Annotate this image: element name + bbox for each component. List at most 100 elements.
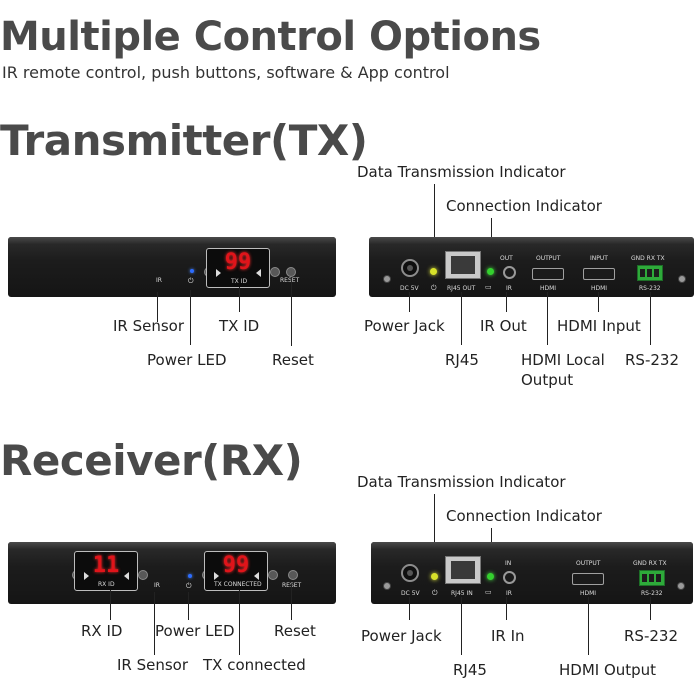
rx-ir-text: IR — [154, 582, 160, 589]
rx-reset-button[interactable] — [288, 570, 298, 580]
rx-hdmi-out-text: HDMI — [580, 590, 597, 597]
power-symbol-icon: ⏻ — [431, 284, 437, 292]
rx-ir-in-text: IN — [505, 560, 512, 567]
rx-heading: Receiver(RX) — [0, 436, 303, 485]
tx-ir-out-label: IR Out — [480, 317, 527, 335]
rx-triangle-right-icon — [214, 572, 219, 580]
rx-power-jack-label: Power Jack — [361, 627, 442, 645]
tx-id-display: 99 TX ID — [206, 248, 270, 288]
tx-hdmi-out-top-text: OUTPUT — [536, 255, 561, 262]
tx-hdmi-in-port — [583, 268, 615, 280]
rx-data-led — [431, 573, 438, 580]
tx-rear-panel: DC 5V ⏻ RJ45 OUT ▭ OUT IR OUTPUT HDMI IN… — [369, 237, 694, 297]
rx-tx-connected-display: 99 TX CONNECTED — [204, 551, 268, 591]
rx-triangle-left-icon — [254, 572, 259, 580]
power-symbol-icon: ⏻ — [188, 277, 194, 285]
tx-ir-text: IR — [506, 285, 512, 292]
rx-connection-indicator-label: Connection Indicator — [446, 507, 602, 525]
tx-power-led-line — [190, 290, 191, 345]
tx-hdmi-local-line — [547, 292, 548, 345]
rx-power-led-line — [188, 592, 189, 620]
rx-data-indicator-line — [434, 494, 435, 571]
rx-id-display-label: RX ID — [98, 581, 115, 588]
tx-id-label: TX ID — [219, 317, 260, 335]
tx-data-indicator-label: Data Transmission Indicator — [357, 163, 566, 181]
tx-rs232-text: RS-232 — [639, 285, 661, 292]
rx-hdmi-out-port — [572, 573, 604, 585]
tx-hdmi-local-label-2: Output — [521, 371, 574, 389]
tx-reset-line — [291, 280, 292, 346]
rx-tx-up-button[interactable] — [268, 570, 278, 580]
tx-hdmi-in-text: HDMI — [591, 285, 608, 292]
rx-id-line — [110, 590, 111, 620]
tx-power-jack-label: Power Jack — [364, 317, 445, 335]
tx-heading: Transmitter(TX) — [0, 116, 368, 165]
tx-id-up-button[interactable] — [270, 267, 280, 277]
rx-reset-label: Reset — [274, 622, 316, 640]
rx-id-label: RX ID — [81, 622, 123, 640]
screw-icon — [383, 582, 391, 590]
rx-reset-line — [291, 584, 292, 620]
rx-triangle-right-icon — [84, 572, 89, 580]
tx-hdmi-input-line — [598, 292, 599, 312]
rx-rear-top-edge — [371, 542, 693, 549]
rx-rs232-top-text: GND RX TX — [633, 560, 667, 567]
rx-ir-sensor-line — [154, 592, 155, 655]
rx-power-led-label: Power LED — [155, 622, 235, 640]
rx-rj45-line — [461, 597, 462, 655]
tx-ir-jack — [503, 266, 516, 279]
tx-id-display-label: TX ID — [231, 278, 248, 285]
power-symbol-icon: ⏻ — [432, 589, 438, 597]
tx-triangle-right-icon — [216, 269, 221, 277]
tx-dc-jack — [401, 259, 419, 277]
tx-connection-led — [487, 268, 494, 275]
tx-ir-text: IR — [156, 277, 162, 284]
rx-id-display: 11 RX ID — [74, 551, 138, 591]
rx-hdmi-output-line — [588, 597, 589, 655]
rx-power-led — [188, 574, 192, 578]
tx-rs232-terminal — [637, 265, 663, 281]
page-subtitle: IR remote control, push buttons, softwar… — [2, 63, 450, 82]
tx-power-led-label: Power LED — [147, 351, 227, 369]
tx-front-panel: IR ⏻ 99 TX ID RESET — [8, 237, 336, 297]
tx-power-jack-line — [409, 292, 410, 312]
monitor-icon: ▭ — [485, 588, 492, 596]
tx-rs232-line — [650, 292, 651, 345]
rx-ir-jack — [503, 571, 516, 584]
tx-id-line — [239, 287, 240, 312]
rx-dc-jack — [401, 564, 419, 582]
tx-connection-indicator-label: Connection Indicator — [446, 197, 602, 215]
rx-id-up-button[interactable] — [138, 570, 148, 580]
rx-connection-led — [487, 573, 494, 580]
rx-triangle-left-icon — [124, 572, 129, 580]
rx-rs232-terminal — [639, 570, 665, 586]
rx-rj45-text: RJ45 IN — [451, 590, 473, 597]
rx-dc-text: DC 5V — [401, 590, 420, 597]
rx-tx-connected-line — [239, 590, 240, 655]
tx-reset-label: Reset — [272, 351, 314, 369]
rx-ir-text: IR — [506, 590, 512, 597]
rx-ir-sensor-label: IR Sensor — [117, 656, 189, 674]
page-title: Multiple Control Options — [0, 14, 541, 60]
rx-id-digits: 11 — [92, 553, 120, 578]
tx-reset-button[interactable] — [286, 267, 296, 277]
tx-ir-sensor-line — [157, 292, 158, 322]
tx-hdmi-out-port — [532, 268, 564, 280]
rx-ir-in-line — [506, 597, 507, 620]
tx-power-led — [190, 269, 194, 273]
rx-power-jack-line — [409, 597, 410, 620]
tx-rs232-top-text: GND RX TX — [631, 255, 665, 262]
tx-rear-top-edge — [369, 237, 694, 244]
tx-triangle-left-icon — [256, 269, 261, 277]
tx-reset-text: RESET — [280, 277, 300, 284]
rx-data-indicator-label: Data Transmission Indicator — [357, 473, 566, 491]
rx-ir-in-label: IR In — [491, 627, 525, 645]
tx-ir-out-text: OUT — [500, 255, 513, 262]
tx-rj45-text: RJ45 OUT — [447, 285, 476, 292]
tx-hdmi-local-label-1: HDMI Local — [521, 351, 605, 369]
screw-icon — [383, 275, 391, 283]
rx-rj45-label: RJ45 — [453, 661, 487, 679]
screw-icon — [677, 582, 685, 590]
tx-front-top-edge — [8, 237, 336, 244]
tx-rs232-label: RS-232 — [625, 351, 679, 369]
